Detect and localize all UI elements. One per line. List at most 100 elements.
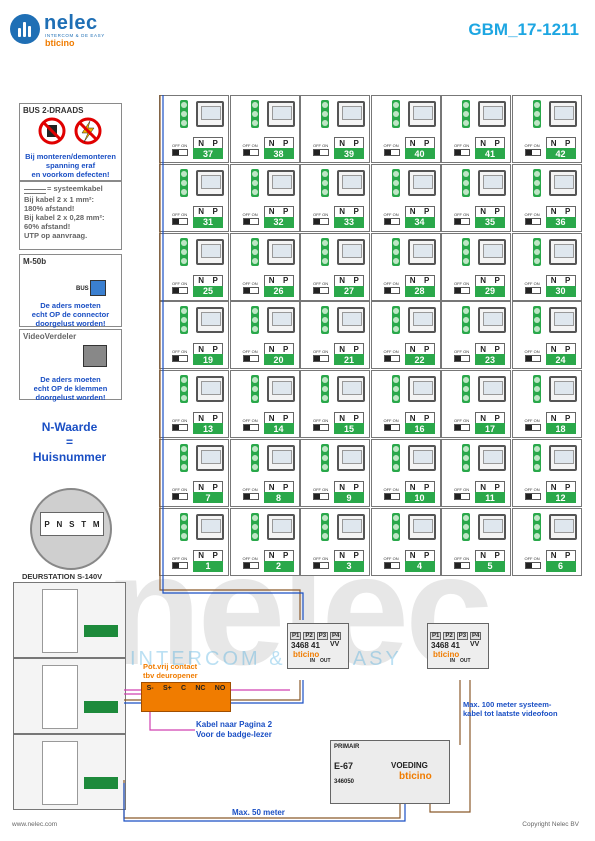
connector-icon bbox=[90, 280, 106, 296]
n-label: N bbox=[198, 482, 204, 492]
switch-label: OFF ON bbox=[172, 555, 188, 561]
terminal-block-icon bbox=[532, 306, 541, 335]
terminal-block-icon bbox=[391, 444, 400, 472]
monitor-icon bbox=[478, 376, 506, 403]
switch-label: OFF ON bbox=[454, 143, 470, 148]
p-label: P bbox=[423, 138, 430, 148]
house-number: 39 bbox=[334, 148, 364, 159]
monitor-icon bbox=[196, 101, 224, 127]
n-label: N bbox=[198, 413, 204, 423]
terminal-block-icon bbox=[462, 512, 470, 541]
p-label: P bbox=[212, 413, 218, 423]
p-label: P bbox=[353, 276, 359, 286]
switch-label: OFF ON bbox=[313, 211, 329, 217]
p-label: P bbox=[494, 344, 500, 354]
n-label: N bbox=[339, 413, 345, 423]
terminal-block-icon bbox=[250, 237, 259, 266]
terminal-block-icon bbox=[180, 237, 188, 266]
house-number: 19 bbox=[193, 354, 223, 366]
p-label: P bbox=[282, 482, 289, 492]
p-label: P bbox=[353, 482, 359, 492]
terminal-zoom: P N S T M bbox=[30, 488, 112, 570]
n-label: N bbox=[480, 551, 486, 561]
monitor-icon bbox=[266, 445, 295, 471]
nwaarde-line-2: = bbox=[65, 435, 73, 449]
switch-icon bbox=[172, 149, 188, 156]
terminal-block-icon bbox=[250, 375, 259, 404]
terminal-block-icon bbox=[532, 512, 541, 541]
switch-label: OFF ON bbox=[454, 349, 470, 355]
terminal-block-icon bbox=[462, 375, 470, 404]
house-number: 32 bbox=[263, 216, 294, 228]
p-label: P bbox=[212, 138, 218, 148]
door-station-module-1 bbox=[13, 582, 126, 658]
monitor-icon bbox=[478, 307, 506, 334]
switch-label: OFF ON bbox=[242, 280, 258, 286]
verdeler-note-3: doorgelust worden! bbox=[35, 393, 106, 402]
port-p2: P2 bbox=[443, 632, 455, 640]
p-label: P bbox=[282, 207, 289, 217]
terminal-block-icon bbox=[462, 237, 470, 266]
switch-label: OFF ON bbox=[524, 143, 540, 148]
switch-label: OFF ON bbox=[524, 418, 540, 424]
contact-terminal-c: C bbox=[181, 685, 187, 692]
p-label: P bbox=[494, 413, 500, 423]
distributor-in: IN bbox=[310, 658, 315, 664]
monitor-icon bbox=[266, 376, 295, 403]
p-label: P bbox=[564, 482, 571, 492]
switch-icon bbox=[172, 561, 188, 569]
switch-icon bbox=[524, 355, 541, 363]
switch-label: OFF ON bbox=[383, 280, 399, 286]
psu-code: 346050 bbox=[334, 779, 355, 785]
monitor-icon bbox=[478, 169, 506, 196]
bus-warning-line-2: spanning eraf bbox=[45, 161, 96, 170]
switch-icon bbox=[383, 561, 400, 569]
p-label: P bbox=[212, 482, 218, 492]
switch-icon bbox=[454, 355, 470, 363]
switch-icon bbox=[383, 149, 400, 156]
port-p1: P1 bbox=[430, 632, 442, 640]
house-number: 14 bbox=[263, 423, 294, 435]
switch-label: OFF ON bbox=[383, 555, 399, 561]
switch-icon bbox=[524, 424, 541, 432]
p-label: P bbox=[423, 413, 430, 423]
switch-icon bbox=[524, 561, 541, 569]
distributor-out: OUT bbox=[320, 658, 331, 664]
terminal-block-icon bbox=[462, 306, 470, 335]
n-label: N bbox=[480, 276, 486, 286]
house-number: 13 bbox=[193, 423, 223, 435]
switch-icon bbox=[242, 424, 259, 432]
house-number: 25 bbox=[193, 285, 223, 297]
videoverdeler-title: VideoVerdeler bbox=[23, 332, 77, 341]
psu-voeding: VOEDING bbox=[391, 761, 428, 770]
switch-label: OFF ON bbox=[172, 487, 188, 492]
switch-label: OFF ON bbox=[242, 555, 258, 561]
switch-icon bbox=[242, 493, 259, 500]
house-number: 30 bbox=[545, 285, 576, 297]
monitor-icon bbox=[266, 101, 295, 127]
n-label: N bbox=[409, 276, 416, 286]
terminal-block-icon bbox=[532, 168, 541, 197]
psu-model: E-67 bbox=[334, 761, 354, 771]
terminal-block-icon bbox=[180, 444, 188, 472]
max100-note-1: Max. 100 meter systeem- bbox=[463, 700, 552, 709]
contact-title-1: Pot.vrij contact bbox=[143, 662, 198, 671]
p-label: P bbox=[353, 413, 359, 423]
port-p2: P2 bbox=[303, 632, 315, 640]
switch-icon bbox=[313, 286, 329, 294]
switch-icon bbox=[313, 217, 329, 225]
